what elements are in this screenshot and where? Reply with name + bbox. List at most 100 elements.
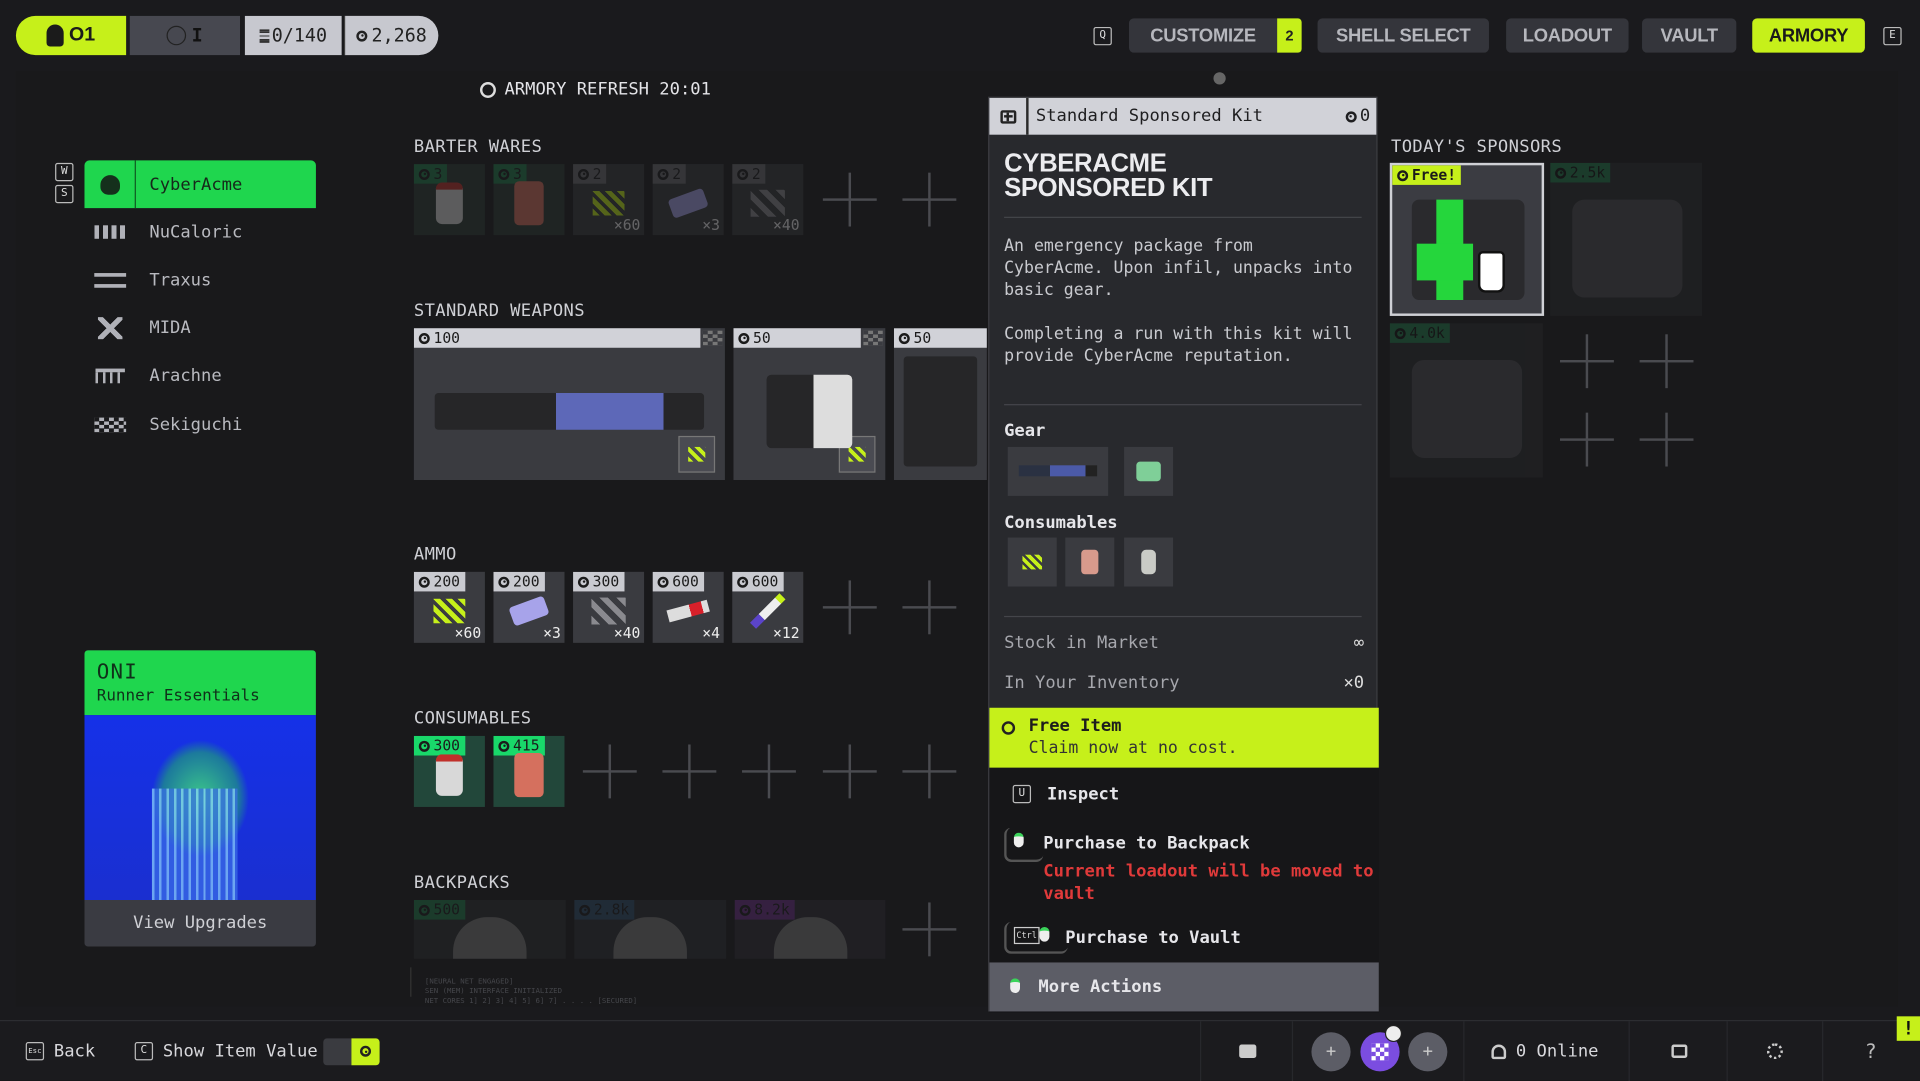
weapons-item-tile[interactable]: 50 <box>893 328 987 481</box>
consumable-pack-image <box>514 181 544 226</box>
sponsor-kit-2[interactable]: 2.5k <box>1550 162 1703 316</box>
sidebar-item-mida[interactable]: MIDA <box>84 304 315 352</box>
tab-label: CUSTOMIZE <box>1150 25 1256 46</box>
show-item-value-toggle[interactable]: C Show Item Value <box>134 1021 381 1081</box>
purchase-to-backpack-button[interactable]: Purchase to Backpack Current loadout wil… <box>989 827 1378 904</box>
ammo-item-tile[interactable]: 300×40 <box>573 571 645 643</box>
microphone-icon[interactable] <box>1384 1024 1403 1043</box>
ammo-item-tile[interactable]: 600×12 <box>732 571 804 643</box>
backpacks-item-tile[interactable]: 500 <box>413 900 566 959</box>
gear-shield-thumbnail[interactable] <box>1124 446 1174 496</box>
terminal-line: NET CORES 1] 2] 3] 4] 5] 6] 7] . . . . [… <box>424 996 638 1006</box>
help-button[interactable]: ? <box>1865 1021 1877 1081</box>
oni-card-header: ONI Runner Essentials <box>84 650 316 716</box>
gear-label: Gear <box>1004 421 1046 441</box>
tab-vault[interactable]: VAULT <box>1642 18 1737 53</box>
armory-panel <box>15 71 1898 1007</box>
key-s[interactable]: S <box>55 184 74 204</box>
price-text: 2 <box>672 165 682 183</box>
price-tag: 200 <box>493 571 545 592</box>
ammo-item-tile[interactable]: 200×3 <box>493 571 565 643</box>
more-actions-button[interactable]: More Actions <box>989 962 1379 1012</box>
price-tag: 2.5k <box>1550 162 1611 183</box>
tab-armory[interactable]: ARMORY <box>1752 18 1865 53</box>
price-text: 2.8k <box>593 901 630 919</box>
coin-icon <box>498 740 510 752</box>
player-avatar[interactable] <box>1360 1032 1400 1072</box>
detail-title-line: CYBERACME <box>1004 149 1167 178</box>
inspect-button[interactable]: U Inspect <box>989 781 1378 810</box>
empty-slot <box>1639 412 1694 467</box>
sidebar-item-arachne[interactable]: Arachne <box>84 352 315 400</box>
alert-indicator[interactable]: ! <box>1896 1016 1920 1041</box>
quantity-label: ×40 <box>613 624 641 642</box>
consumable-pack-thumbnail[interactable] <box>1065 537 1115 587</box>
ammo-rail-image <box>666 599 710 623</box>
sidebar-item-label: Sekiguchi <box>149 414 243 435</box>
capacity-display: 0/140 <box>244 15 342 56</box>
traxus-logo-icon <box>84 272 135 288</box>
armory-refresh-timer: ARMORY REFRESH 20:01 <box>480 80 711 99</box>
settings-button[interactable] <box>1766 1021 1783 1081</box>
purchase-to-backpack-label: Purchase to Backpack <box>1043 833 1250 854</box>
avatar-pixel-icon <box>1371 1043 1389 1061</box>
quantity-label: ×3 <box>702 216 721 234</box>
gear-rifle-thumbnail[interactable] <box>1007 446 1109 496</box>
purchase-to-vault-button[interactable]: Ctrl Purchase to Vault <box>989 922 1378 954</box>
barter-item-tile[interactable]: 2×40 <box>732 164 804 236</box>
consumables-item-tile[interactable]: 300 <box>413 735 485 807</box>
key-w[interactable]: W <box>55 162 74 182</box>
price-text: 100 <box>433 329 461 347</box>
sidebar-item-label: MIDA <box>149 318 191 339</box>
claim-free-item-button[interactable]: Free Item Claim now at no cost. <box>989 707 1379 768</box>
mail-button[interactable] <box>1671 1021 1688 1081</box>
view-upgrades-button[interactable]: View Upgrades <box>84 900 316 947</box>
weapons-item-tile[interactable]: 100 <box>413 328 725 481</box>
price-text: 50 <box>913 329 932 347</box>
backpacks-item-tile[interactable]: 8.2k <box>734 900 886 959</box>
consumables-item-tile[interactable]: 415 <box>493 735 565 807</box>
consumable-ammo-thumbnail[interactable] <box>1007 537 1057 587</box>
oni-upgrades-card[interactable]: ONI Runner Essentials View Upgrades <box>84 650 316 947</box>
plus-icon: + <box>1325 1042 1337 1062</box>
coin-icon <box>898 332 910 344</box>
back-button[interactable]: Esc Back <box>25 1021 95 1081</box>
sponsor-kit-cyberacme[interactable]: Free! <box>1389 162 1545 316</box>
weapons-item-tile[interactable]: 50 <box>733 328 886 481</box>
barter-item-tile[interactable]: 2 ×3 <box>652 164 724 236</box>
sponsor-kit-3[interactable]: 4.0k <box>1389 323 1543 478</box>
sidebar-item-traxus[interactable]: Traxus <box>84 256 315 304</box>
invite-squad-slot-left[interactable]: + <box>1311 1032 1351 1072</box>
ammo-item-tile[interactable]: 200×60 <box>413 571 485 643</box>
coin-icon <box>577 576 589 588</box>
clock-icon <box>480 81 496 98</box>
price-tag: Free! <box>1392 165 1461 185</box>
barter-item-tile[interactable]: 3 <box>493 164 565 236</box>
backpacks-item-tile[interactable]: 2.8k <box>574 900 727 959</box>
barter-item-tile[interactable]: 3 <box>413 164 485 236</box>
chat-button[interactable] <box>1239 1021 1257 1081</box>
sidebar-item-nucaloric[interactable]: NuCaloric <box>84 208 315 256</box>
sidebar-item-cyberacme[interactable]: CyberAcme <box>84 160 316 209</box>
invite-squad-slot-right[interactable]: + <box>1408 1032 1448 1072</box>
tab-loadout[interactable]: LOADOUT <box>1506 18 1629 53</box>
detail-header-title: Standard Sponsored Kit <box>1035 106 1263 127</box>
tab-customize[interactable]: CUSTOMIZE 2 <box>1128 18 1302 53</box>
coin-icon <box>418 332 430 344</box>
detail-title-line: SPONSORED KIT <box>1004 173 1213 203</box>
sidebar-item-sekiguchi[interactable]: Sekiguchi <box>84 400 315 448</box>
empty-slot <box>822 580 877 635</box>
ammo-heavy-image <box>591 597 626 625</box>
stock-label: Stock in Market <box>1004 633 1159 653</box>
ammo-item-tile[interactable]: 600×4 <box>652 571 724 643</box>
nav-next-key[interactable]: E <box>1883 26 1902 46</box>
mida-logo-icon-glyph <box>97 317 123 340</box>
tab-shell-select[interactable]: SHELL SELECT <box>1317 18 1489 53</box>
nav-prev-key[interactable]: Q <box>1093 26 1112 46</box>
coin-icon <box>418 576 430 588</box>
consumable-canister-thumbnail[interactable] <box>1124 537 1174 587</box>
barter-item-tile[interactable]: 2×60 <box>573 164 645 236</box>
price-tag: 600 <box>732 571 784 592</box>
tab-label: LOADOUT <box>1522 25 1612 46</box>
online-friends-button[interactable]: 0 Online <box>1491 1021 1598 1081</box>
